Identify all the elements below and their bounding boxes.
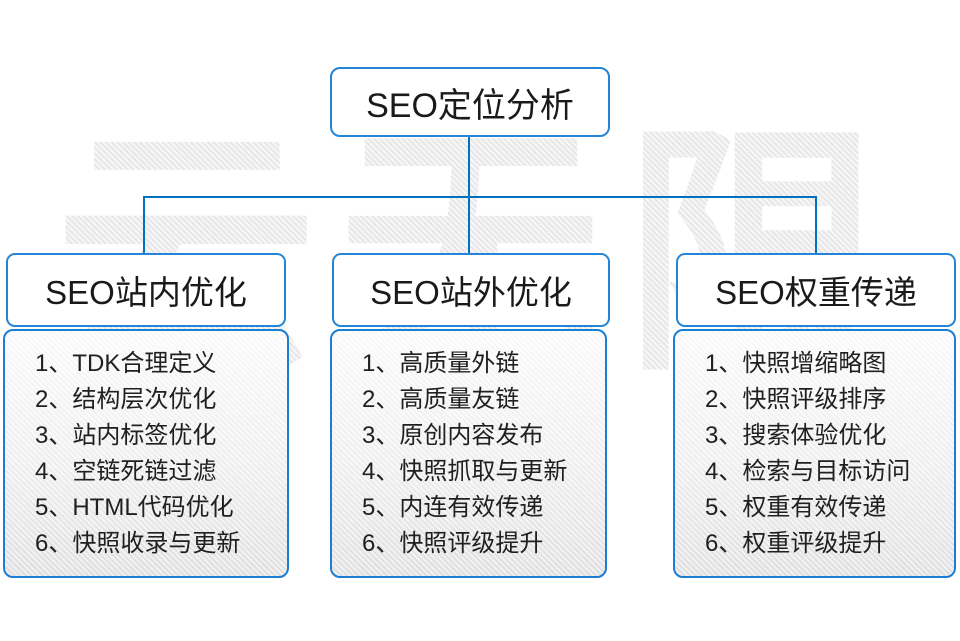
root-node-label: SEO定位分析 bbox=[366, 86, 574, 125]
column-header-onsite-label: SEO站内优化 bbox=[45, 274, 247, 311]
list-item: 6、快照评级提升 bbox=[362, 530, 544, 557]
list-item: 5、HTML代码优化 bbox=[35, 494, 234, 521]
connector-left-vertical bbox=[143, 196, 145, 254]
list-item: 3、原创内容发布 bbox=[362, 422, 544, 449]
root-node-seo-positioning: SEO定位分析 bbox=[330, 67, 610, 137]
list-item: 2、结构层次优化 bbox=[35, 386, 217, 413]
list-item: 4、检索与目标访问 bbox=[705, 458, 911, 485]
list-item: 5、权重有效传递 bbox=[705, 494, 887, 521]
list-item: 6、快照收录与更新 bbox=[35, 530, 241, 557]
panel-onsite: 1、TDK合理定义 2、结构层次优化 3、站内标签优化 4、空链死链过滤 5、H… bbox=[3, 329, 289, 578]
list-item: 2、快照评级排序 bbox=[705, 386, 887, 413]
column-header-offsite-label: SEO站外优化 bbox=[370, 274, 572, 311]
column-header-onsite: SEO站内优化 bbox=[6, 253, 286, 327]
list-item: 1、TDK合理定义 bbox=[35, 350, 217, 377]
list-item: 3、站内标签优化 bbox=[35, 422, 217, 449]
panel-weight: 1、快照增缩略图 2、快照评级排序 3、搜索体验优化 4、检索与目标访问 5、权… bbox=[673, 329, 956, 578]
list-item: 6、权重评级提升 bbox=[705, 530, 887, 557]
column-header-weight: SEO权重传递 bbox=[676, 253, 956, 327]
panel-offsite: 1、高质量外链 2、高质量友链 3、原创内容发布 4、快照抓取与更新 5、内连有… bbox=[330, 329, 607, 578]
column-header-weight-label: SEO权重传递 bbox=[715, 274, 917, 311]
list-item: 5、内连有效传递 bbox=[362, 494, 544, 521]
list-item: 1、快照增缩略图 bbox=[705, 350, 887, 377]
list-item: 4、空链死链过滤 bbox=[35, 458, 217, 485]
connector-middle-vertical bbox=[468, 196, 470, 254]
list-item: 3、搜索体验优化 bbox=[705, 422, 887, 449]
connector-right-vertical bbox=[815, 196, 817, 254]
list-item: 2、高质量友链 bbox=[362, 386, 520, 413]
list-item: 1、高质量外链 bbox=[362, 350, 520, 377]
connector-horizontal bbox=[143, 196, 817, 198]
connector-root-vertical bbox=[468, 137, 470, 197]
column-header-offsite: SEO站外优化 bbox=[332, 253, 610, 327]
list-item: 4、快照抓取与更新 bbox=[362, 458, 568, 485]
